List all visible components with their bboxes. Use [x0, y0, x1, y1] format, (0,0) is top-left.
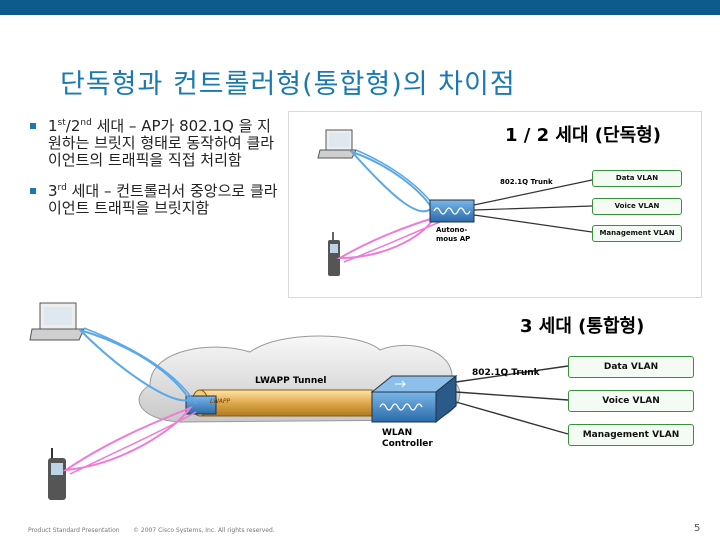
vlan-management: Management VLAN [592, 225, 682, 242]
footer-copyright: © 2007 Cisco Systems, Inc. All rights re… [133, 527, 275, 534]
vlan-data: Data VLAN [568, 356, 694, 378]
panel1-graphics [317, 129, 593, 276]
vlan-management: Management VLAN [568, 424, 694, 446]
bullet-item: 1st/2nd 세대 – AP가 802.1Q 을 지원하는 브릿지 형태로 동… [30, 118, 280, 169]
footer-left: Product Standard Presentation [28, 527, 120, 534]
autonomous-ap-icon [429, 199, 475, 223]
bullet-item: 3rd 세대 – 컨트롤러서 중앙으로 클라이언트 트래픽을 브릿지함 [30, 183, 280, 217]
bullet-sup: rd [57, 183, 67, 193]
bullet-marker [30, 188, 36, 194]
vlan-voice: Voice VLAN [592, 198, 682, 215]
page-title: 단독형과 컨트롤러형(통합형)의 차이점 [60, 69, 516, 100]
bullet-text: 3 [48, 182, 58, 200]
bullet-list: 1st/2nd 세대 – AP가 802.1Q 을 지원하는 브릿지 형태로 동… [30, 118, 280, 231]
standalone-label: 1 / 2 세대 (단독형) [505, 125, 661, 146]
trunk-label: 802.1Q Trunk [500, 178, 553, 186]
bullet-text: 세대 – AP가 802.1Q 을 지원하는 브릿지 형태로 동작하여 클라이언… [48, 117, 275, 169]
bullet-text: /2 [65, 117, 81, 135]
ap-label-line: mous AP [436, 235, 471, 243]
integrated-label: 3 세대 (통합형) [520, 316, 645, 337]
laptop-icon [29, 302, 85, 341]
phone-icon [48, 448, 66, 500]
bullet-sup: nd [80, 118, 92, 128]
bullet-text: 1 [48, 117, 58, 135]
phone-icon [328, 232, 340, 276]
vlan-data: Data VLAN [592, 170, 682, 187]
autonomous-ap-label: Autono- mous AP [436, 226, 470, 244]
diagram-panel-standalone [288, 111, 702, 298]
lwapp-tag: LWAPP [210, 398, 231, 405]
panel2-graphics [29, 302, 569, 500]
top-bar [0, 0, 720, 15]
page-number: 5 [694, 523, 701, 534]
controller-label-line: Controller [382, 439, 433, 449]
laptop-icon [317, 129, 357, 159]
controller-label: WLAN Controller [382, 428, 433, 450]
tunnel-label: LWAPP Tunnel [255, 376, 327, 386]
wlan-controller-icon [370, 374, 458, 424]
controller-label-line: WLAN [382, 428, 413, 438]
vlan-voice: Voice VLAN [568, 390, 694, 412]
ap-label-line: Autono- [436, 226, 468, 234]
bullet-marker [30, 123, 36, 129]
trunk-label: 802.1Q Trunk [472, 368, 540, 378]
bullet-text: 세대 – 컨트롤러서 중앙으로 클라이언트 트래픽을 브릿지함 [48, 182, 278, 217]
bullet-sup: st [57, 118, 66, 128]
